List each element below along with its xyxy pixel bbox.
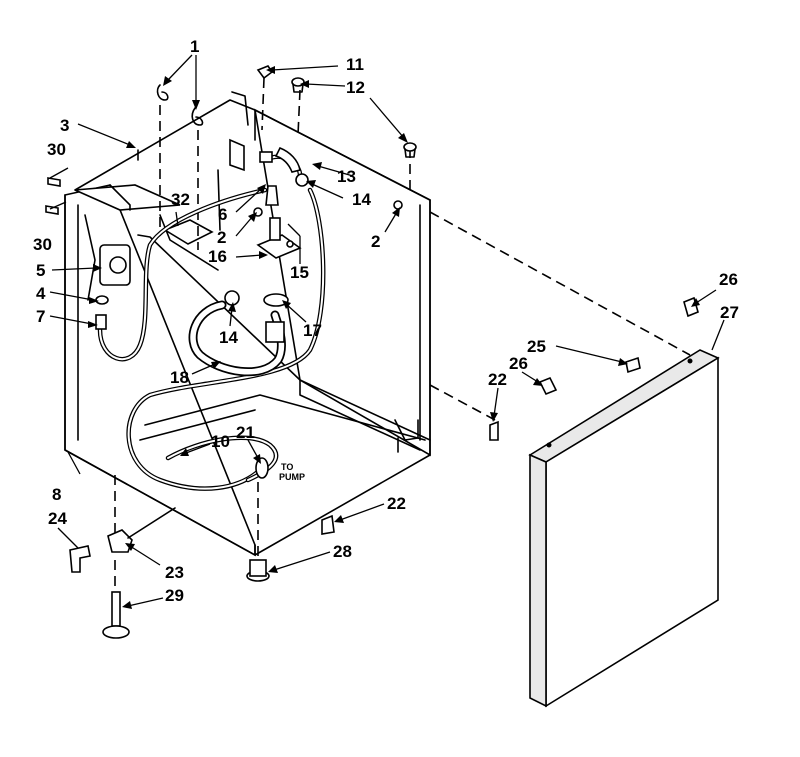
clip-icon [538, 376, 558, 396]
screw-icon [45, 205, 59, 215]
callout-12: 12 [346, 78, 365, 97]
screw-icon [47, 177, 61, 187]
clamp-icon [295, 173, 309, 187]
clip-icon [321, 514, 335, 535]
callout-21: 21 [236, 423, 255, 442]
callout-29: 29 [165, 586, 184, 605]
callout-30: 30 [47, 140, 66, 159]
callout-32: 32 [171, 190, 190, 209]
connector-icon [259, 151, 273, 163]
air-dome-icon [265, 185, 279, 206]
callout-17: 17 [303, 321, 322, 340]
callout-3: 3 [60, 116, 69, 135]
callout-22: 22 [387, 494, 406, 513]
ring-icon [95, 295, 109, 305]
callout-13: 13 [337, 167, 356, 186]
callout-26: 26 [509, 354, 528, 373]
callout-6: 6 [218, 205, 227, 224]
fitting-icon [95, 314, 107, 330]
callout-28: 28 [333, 542, 352, 561]
alignment-line [261, 77, 265, 131]
callout-15: 15 [290, 263, 309, 282]
caster-bracket-icon [107, 529, 133, 553]
screw-icon [393, 200, 403, 210]
callout-10: 10 [211, 432, 230, 451]
hoses [97, 154, 326, 491]
cabinet [64, 91, 431, 557]
callout-2: 2 [217, 228, 226, 247]
callout-27: 27 [720, 303, 739, 322]
callout-23: 23 [165, 563, 184, 582]
alignment-line [297, 89, 301, 136]
seal-icon [263, 293, 289, 307]
clip-icon [489, 420, 499, 441]
alignment-line [429, 384, 496, 421]
wire-clip-icon [156, 84, 169, 101]
callout-11: 11 [346, 55, 364, 74]
plug-icon [403, 142, 417, 152]
callout-24: 24 [48, 509, 67, 528]
callout-5: 5 [36, 261, 45, 280]
to-pump-label-line1: TO [281, 462, 293, 472]
clip-icon [625, 356, 641, 374]
callout-18: 18 [170, 368, 189, 387]
callout-25: 25 [527, 337, 546, 356]
bracket-icon [69, 545, 91, 573]
callout-16: 16 [208, 247, 227, 266]
fitting-icon [265, 321, 285, 343]
alignment-line [429, 211, 691, 356]
clamp-icon [224, 290, 240, 306]
callout-2: 2 [371, 232, 380, 251]
callout-22: 22 [488, 370, 507, 389]
callout-26: 26 [719, 270, 738, 289]
callouts: 1 2 2 3 4 5 6 7 8 10 11 12 13 14 14 15 1… [33, 37, 739, 605]
caster-icon [111, 591, 121, 627]
callout-14: 14 [352, 190, 371, 209]
callout-1: 1 [190, 37, 199, 56]
clamp-icon [255, 457, 269, 479]
callout-8: 8 [52, 485, 61, 504]
callout-7: 7 [36, 307, 45, 326]
to-pump-label-line2: PUMP [279, 472, 305, 482]
callout-30: 30 [33, 235, 52, 254]
leaders [49, 54, 725, 609]
wire-clip-icon [191, 107, 204, 126]
screw-icon [256, 65, 274, 80]
callout-14: 14 [219, 328, 238, 347]
front-panel [528, 349, 720, 708]
callout-4: 4 [36, 284, 46, 303]
